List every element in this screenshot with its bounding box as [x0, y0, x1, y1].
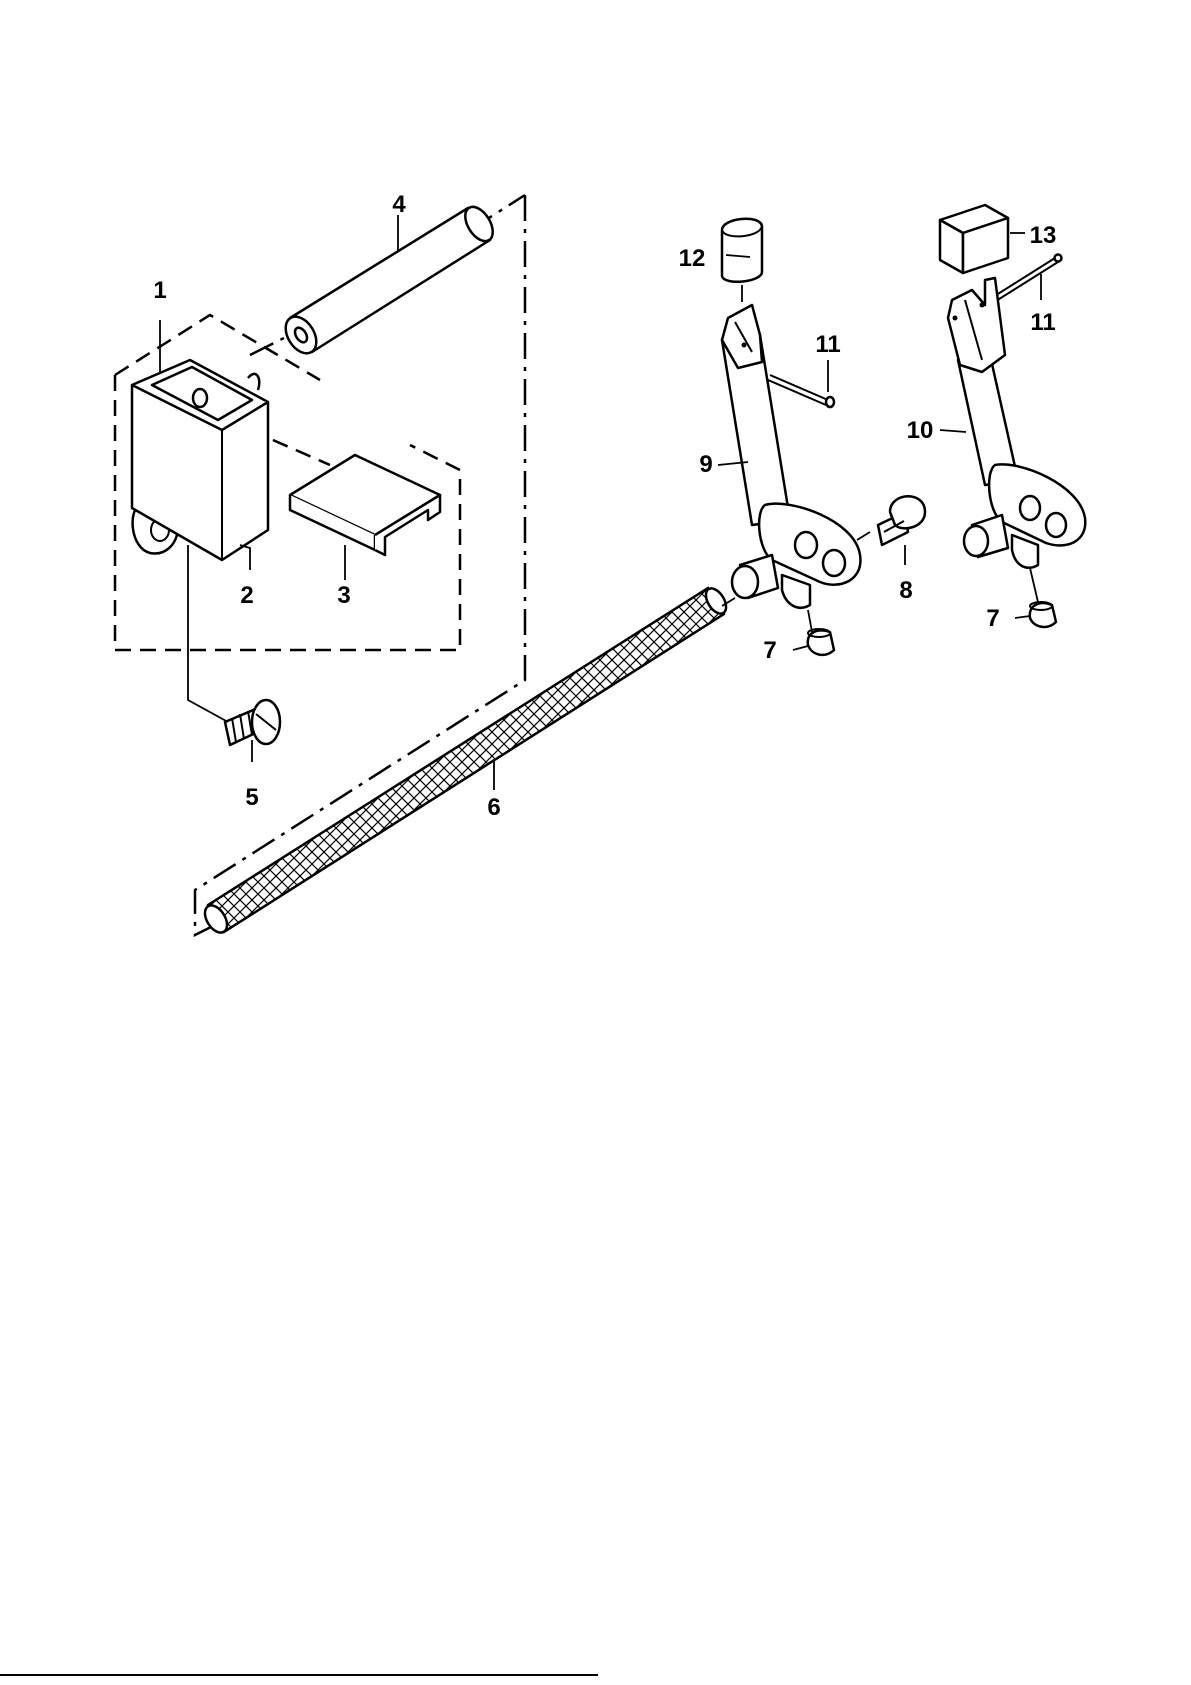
- screw-part-5: [225, 700, 280, 745]
- callout-2: 2: [240, 582, 253, 609]
- callout-7-left: 7: [763, 637, 776, 664]
- plate-part-3: [290, 455, 440, 555]
- callout-11-left: 11: [815, 331, 840, 358]
- block-part-13: [940, 205, 1008, 273]
- pivot-screw-part-8: [878, 496, 925, 545]
- callout-6: 6: [487, 794, 500, 821]
- callout-11-right: 11: [1030, 309, 1055, 336]
- housing-part-2: [132, 360, 268, 560]
- callout-12: 12: [679, 245, 706, 272]
- shaft-part-4: [279, 202, 498, 359]
- footer-rule: [0, 1674, 598, 1676]
- callout-13: 13: [1030, 222, 1057, 249]
- lever-part-10: [948, 278, 1085, 568]
- knurled-rod-part-6: [200, 585, 730, 937]
- callout-7-right: 7: [986, 605, 999, 632]
- cap-part-7-left: [808, 629, 834, 655]
- callout-3: 3: [337, 582, 350, 609]
- callout-4: 4: [392, 191, 406, 218]
- callout-10: 10: [907, 417, 934, 444]
- callout-1: 1: [153, 277, 166, 304]
- pad-part-12: [722, 219, 762, 282]
- callout-9: 9: [699, 451, 712, 478]
- cap-part-7-right: [1030, 602, 1056, 627]
- pin-part-11-left: [768, 375, 834, 407]
- callout-5: 5: [245, 784, 258, 811]
- callout-8: 8: [899, 577, 912, 604]
